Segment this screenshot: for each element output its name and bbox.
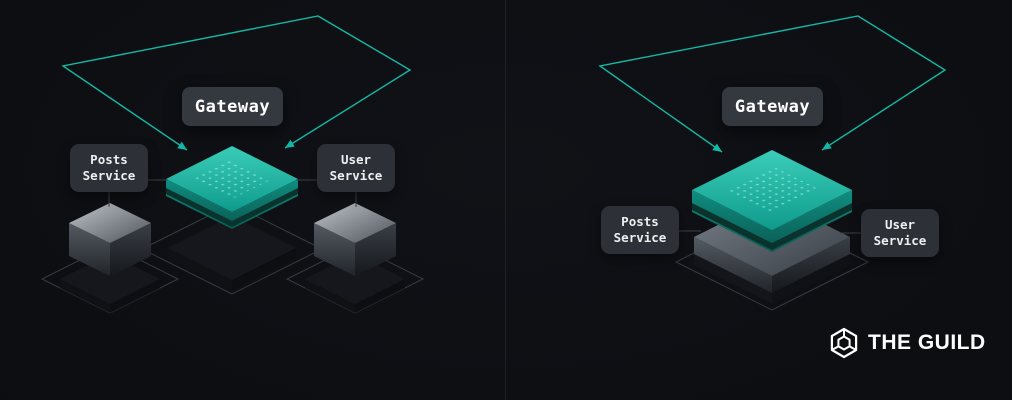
service-label-line: Service: [873, 233, 927, 248]
guild-hexagon-icon: [830, 327, 858, 359]
gateway-shadow-slab: [168, 216, 296, 290]
service-label-line: Service: [613, 230, 667, 245]
arrowhead-left: [712, 143, 722, 152]
right-diagram: [598, 15, 947, 311]
panel-divider: [505, 0, 506, 400]
unified-gateway-platform: [692, 150, 852, 252]
service-label-line: User: [340, 151, 372, 167]
service-label-line: Service: [329, 168, 383, 183]
gateway-platform: [166, 146, 298, 229]
request-flow-arrows: [598, 15, 947, 153]
arrowhead-right: [822, 141, 832, 150]
left-user-service-label: User Service: [317, 144, 395, 192]
platform-dot-grid: [192, 159, 272, 199]
service-label-line: Service: [82, 168, 136, 183]
service-label-line: Posts: [90, 151, 128, 167]
posts-service-cube: [60, 203, 160, 313]
arrowhead-left: [177, 141, 187, 150]
service-label-line: Posts: [621, 213, 659, 229]
gateway-wireframe-base: [140, 203, 324, 295]
right-user-service-label: User Service: [861, 209, 939, 257]
arrowhead-right: [285, 139, 295, 148]
user-service-cube: [305, 203, 405, 313]
left-gateway-label: Gateway: [182, 87, 283, 126]
label-connectors: [679, 230, 861, 234]
left-posts-service-label: Posts Service: [70, 144, 148, 192]
guild-logo: THE GUILD: [828, 327, 986, 359]
right-posts-service-label: Posts Service: [601, 206, 679, 254]
guild-logo-text: THE GUILD: [868, 331, 986, 354]
request-flow-arrows: [61, 15, 412, 151]
platform-dot-grid: [724, 166, 820, 214]
left-diagram: [40, 15, 425, 314]
service-label-line: User: [884, 216, 916, 232]
label-connectors: [108, 179, 357, 207]
right-gateway-label: Gateway: [722, 87, 823, 126]
